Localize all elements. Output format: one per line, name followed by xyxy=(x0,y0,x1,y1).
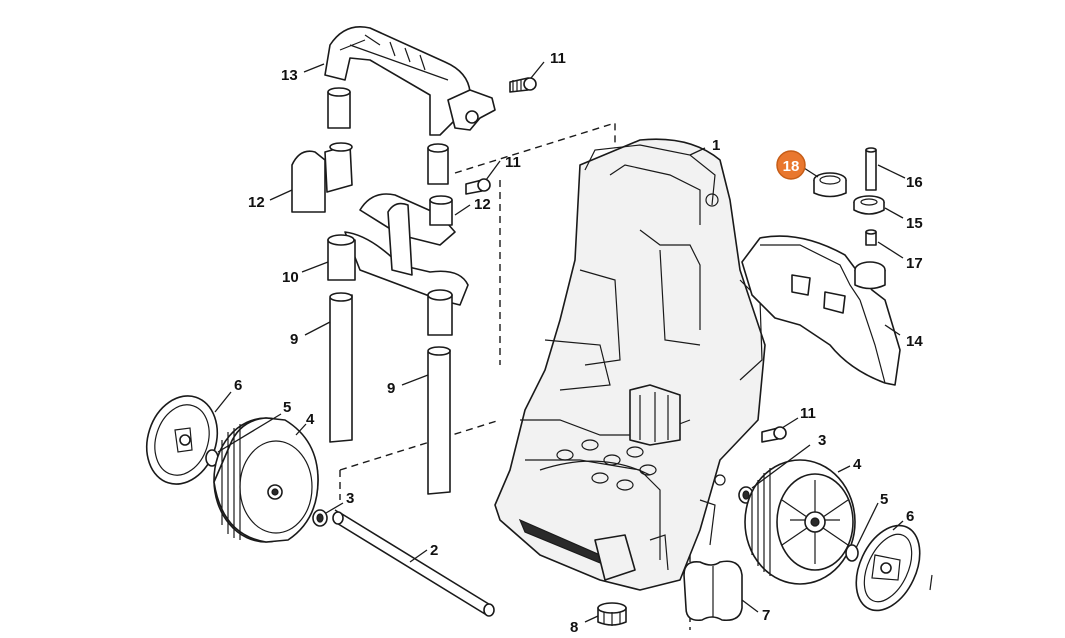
part-washer-left xyxy=(312,509,328,527)
part-tube-upper-right xyxy=(427,143,449,185)
callout-15: 15 xyxy=(906,215,923,232)
part-cap-left xyxy=(291,142,353,213)
callout-12-left: 12 xyxy=(248,194,265,211)
part-small-valve xyxy=(865,229,877,246)
callout-11-right: 11 xyxy=(800,405,816,422)
callout-11-top: 11 xyxy=(550,50,566,67)
part-tube-lower-right xyxy=(427,346,451,495)
callout-18: 18 xyxy=(783,158,800,175)
callout-3-right: 3 xyxy=(818,432,826,449)
part-tank xyxy=(741,235,901,386)
callout-3-left: 3 xyxy=(346,490,354,507)
part-axle xyxy=(332,511,495,617)
callout-9-right: 9 xyxy=(387,380,395,397)
callout-8: 8 xyxy=(570,619,578,636)
callout-1: 1 xyxy=(712,137,720,154)
part-tube-upper-left xyxy=(327,87,351,129)
callout-5-left: 5 xyxy=(283,399,291,416)
part-hose-holder xyxy=(683,560,743,622)
part-tube-lower-left xyxy=(329,292,353,443)
callout-18-highlight: 18 xyxy=(776,150,806,180)
part-wheel-right xyxy=(744,459,856,585)
part-foot xyxy=(597,602,627,626)
leader-lines xyxy=(214,61,906,623)
part-connector xyxy=(327,234,453,336)
part-filter-tube xyxy=(865,147,877,191)
callout-4-left: 4 xyxy=(306,411,315,428)
callout-16: 16 xyxy=(906,174,923,191)
callout-2: 2 xyxy=(430,542,438,559)
callout-6-right: 6 xyxy=(906,508,914,525)
part-hubcap-right xyxy=(855,524,921,612)
part-screw-top xyxy=(509,77,537,93)
part-housing xyxy=(494,138,766,591)
callout-labels: 1 2 3 3 4 4 5 5 6 6 7 8 9 9 10 11 11 11 … xyxy=(234,50,923,636)
callout-10: 10 xyxy=(282,269,299,286)
part-handle xyxy=(324,26,496,136)
part-seal-ring xyxy=(813,172,847,198)
callout-6-left: 6 xyxy=(234,377,242,394)
callout-7: 7 xyxy=(762,607,770,624)
callout-14: 14 xyxy=(906,333,923,350)
part-screw-right xyxy=(761,426,787,443)
part-wheel-left xyxy=(213,417,319,543)
callout-12-right: 12 xyxy=(474,196,491,213)
callout-13: 13 xyxy=(281,67,298,84)
part-clip-right xyxy=(845,544,859,562)
part-small-mark xyxy=(929,574,933,591)
callout-5-right: 5 xyxy=(880,491,888,508)
part-screw-middle xyxy=(465,178,491,195)
callout-4-right: 4 xyxy=(853,456,862,473)
highlight-circle xyxy=(776,150,806,180)
part-cap xyxy=(853,195,885,215)
callout-9-left: 9 xyxy=(290,331,298,348)
callout-11-middle: 11 xyxy=(505,154,521,171)
part-handle-base xyxy=(344,193,469,306)
callout-17: 17 xyxy=(906,255,923,272)
